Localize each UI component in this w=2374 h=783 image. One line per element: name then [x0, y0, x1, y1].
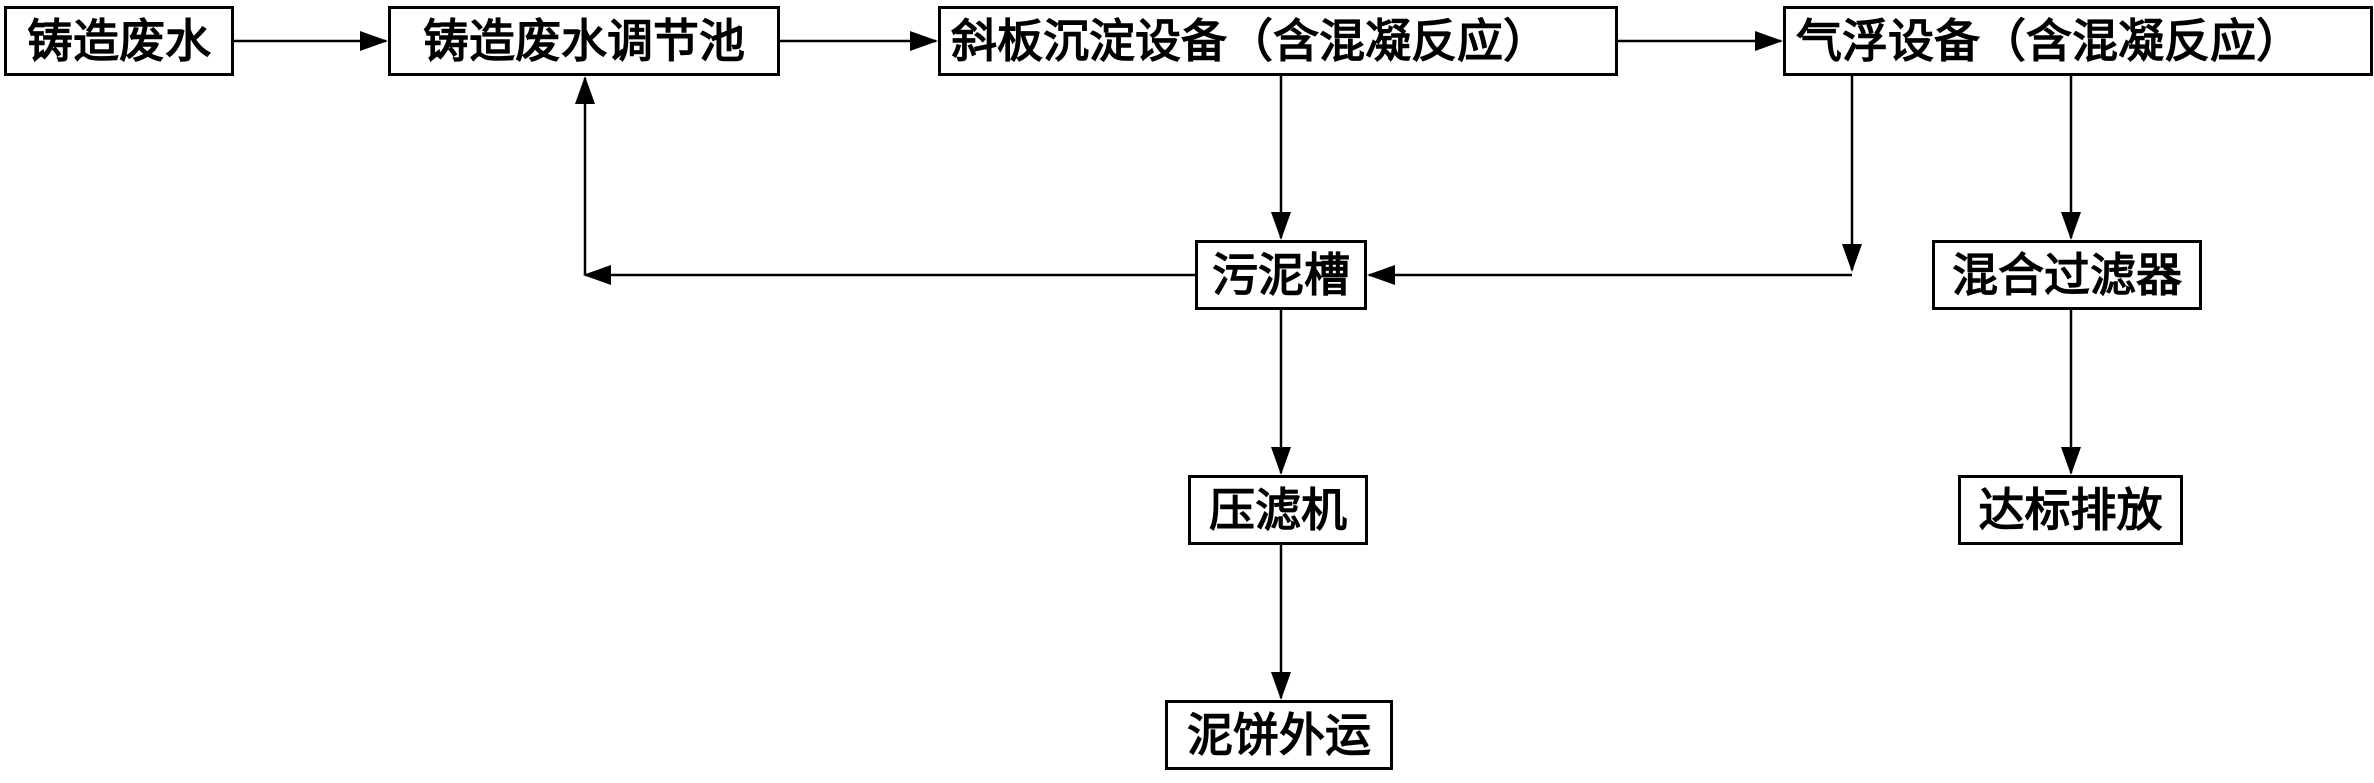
node-label: 达标排放 — [1978, 483, 2163, 537]
node-label: 气浮设备（含混凝反应） — [1796, 14, 2302, 68]
node-filter-press: 压滤机 — [1188, 475, 1368, 545]
node-sludge-tank: 污泥槽 — [1195, 240, 1367, 310]
node-label: 泥饼外运 — [1187, 708, 1371, 762]
node-mixed-filter: 混合过滤器 — [1932, 240, 2202, 310]
node-label: 污泥槽 — [1212, 248, 1350, 302]
node-regulating-tank: 铸造废水调节池 — [388, 6, 780, 76]
node-label: 混合过滤器 — [1952, 248, 2182, 302]
node-compliant-discharge: 达标排放 — [1958, 475, 2183, 545]
node-casting-wastewater: 铸造废水 — [4, 6, 234, 76]
node-label: 压滤机 — [1209, 483, 1347, 537]
node-air-flotation: 气浮设备（含混凝反应） — [1783, 6, 2373, 76]
node-cake-transport: 泥饼外运 — [1165, 700, 1393, 770]
node-label: 铸造废水调节池 — [423, 14, 745, 68]
node-label: 铸造废水 — [27, 14, 211, 68]
node-label: 斜板沉淀设备（含混凝反应） — [951, 14, 1549, 68]
node-inclined-plate-settler: 斜板沉淀设备（含混凝反应） — [938, 6, 1618, 76]
